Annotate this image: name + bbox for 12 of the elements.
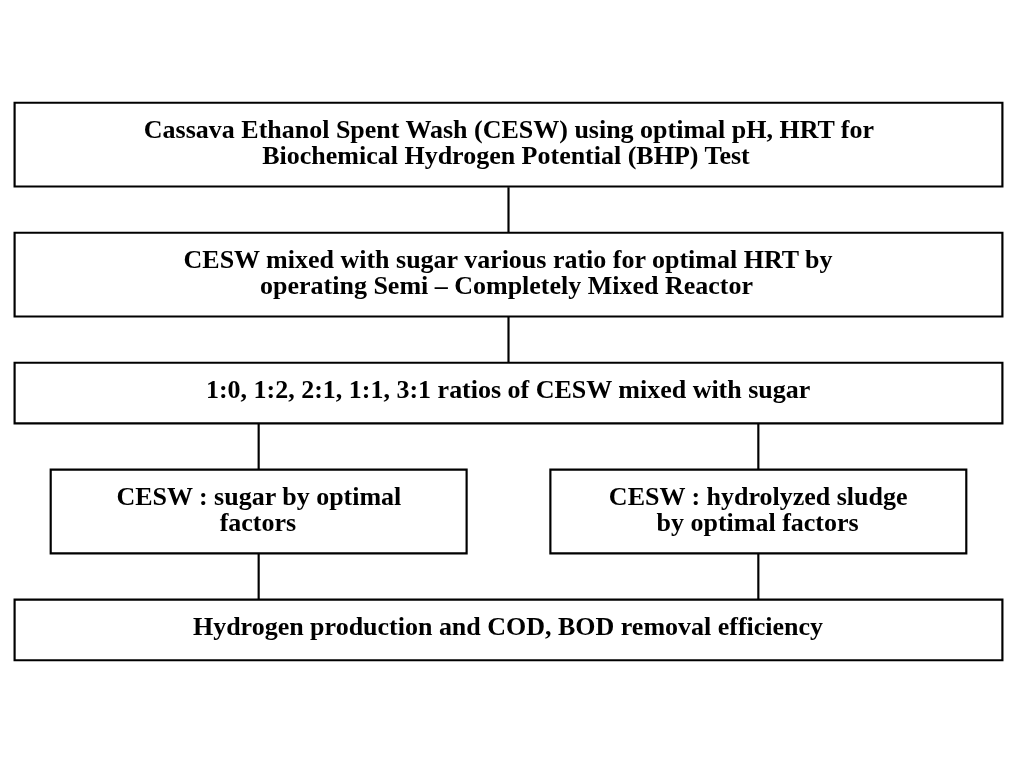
node-box: CESW : sugar by optimal factors: [49, 468, 468, 555]
connector: [757, 553, 760, 600]
connector: [757, 423, 760, 470]
connector: [507, 316, 510, 363]
node-box: 1:0, 1:2, 2:1, 1:1, 3:1 ratios of CESW mixed with sugar: [13, 361, 1004, 425]
node-box: Hydrogen production and COD, BOD removal efficiency: [13, 598, 1004, 662]
node-box: CESW mixed with sugar various ratio for optimal HRT by operating Semi – Completely Mixed Reactor: [13, 231, 1004, 318]
connector: [507, 187, 510, 233]
connector: [257, 423, 260, 470]
connector: [257, 553, 260, 600]
node-box: CESW : hydrolyzed sludge by optimal factors: [549, 468, 968, 555]
node-box: Cassava Ethanol Spent Wash (CESW) using optimal pH, HRT for Biochemical Hydrogen Potential (BHP) Test: [13, 101, 1004, 188]
